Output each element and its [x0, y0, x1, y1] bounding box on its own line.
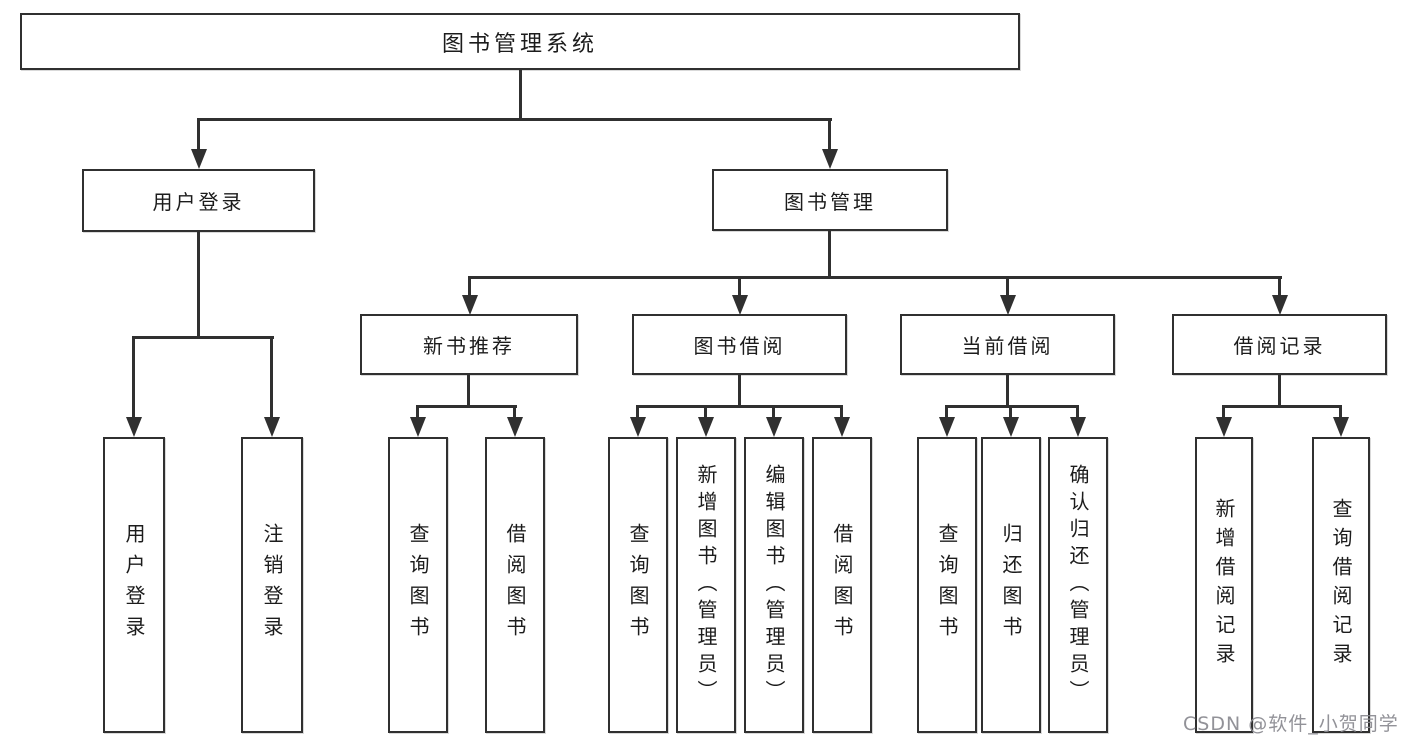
leaf-add-book-admin: 新增图书（管理员） — [676, 437, 736, 733]
connector-borrowrecord-drop-1 — [1222, 405, 1225, 419]
node-root-label: 图书管理系统 — [441, 31, 598, 57]
connector-currentborrow-bar — [946, 405, 1079, 408]
connector-bookmgmt-bar — [468, 276, 1282, 279]
arrow-to-query-book-1 — [410, 417, 426, 437]
arrow-to-add-book — [698, 417, 714, 437]
connector-bookborrow-drop-2 — [704, 405, 707, 419]
leaf-edit-book-admin-label: 编辑图书（管理员） — [762, 463, 786, 707]
connector-borrowrecord-drop-2 — [1339, 405, 1342, 419]
connector-bookborrow-bar — [637, 405, 843, 408]
arrow-to-borrow-book-2 — [834, 417, 850, 437]
connector-userlogin-stem — [197, 232, 200, 336]
connector-root-drop-right — [828, 118, 831, 152]
connector-newbook-stem — [467, 375, 470, 405]
connector-borrowrecord-bar — [1223, 405, 1342, 408]
node-current-borrow: 当前借阅 — [900, 314, 1115, 375]
leaf-query-borrow-record: 查询借阅记录 — [1312, 437, 1370, 733]
node-user-login-label: 用户登录 — [152, 190, 245, 214]
connector-borrowrecord-stem — [1278, 375, 1281, 405]
arrow-to-return-book — [1003, 417, 1019, 437]
node-borrow-record-label: 借阅记录 — [1233, 334, 1326, 358]
leaf-add-borrow-record-label: 新增借阅记录 — [1212, 498, 1236, 672]
leaf-logout-login-label: 注销登录 — [260, 523, 284, 647]
leaf-return-book-label: 归还图书 — [999, 523, 1023, 647]
node-book-borrow: 图书借阅 — [632, 314, 847, 375]
node-user-login: 用户登录 — [82, 169, 315, 232]
connector-currentborrow-stem — [1006, 375, 1009, 405]
leaf-query-book-under-newbook-label: 查询图书 — [406, 523, 430, 647]
node-book-mgmt-label: 图书管理 — [784, 189, 876, 214]
connector-bookborrow-drop-4 — [840, 405, 843, 419]
leaf-borrow-book-under-borrow-label: 借阅图书 — [830, 523, 854, 647]
connector-currentborrow-drop-3 — [1076, 405, 1079, 419]
arrow-to-query-record — [1333, 417, 1349, 437]
connector-bookmgmt-drop-2 — [738, 276, 741, 298]
connector-bookmgmt-drop-4 — [1278, 276, 1281, 298]
connector-currentborrow-drop-2 — [1009, 405, 1012, 419]
connector-currentborrow-drop-1 — [945, 405, 948, 419]
connector-bookmgmt-stem — [828, 231, 831, 276]
leaf-add-book-admin-label: 新增图书（管理员） — [694, 463, 718, 707]
connector-bookborrow-drop-3 — [772, 405, 775, 419]
connector-root-bar — [198, 118, 832, 121]
leaf-borrow-book-under-borrow: 借阅图书 — [812, 437, 872, 733]
node-new-book-rec-label: 新书推荐 — [423, 334, 515, 358]
arrow-to-leaf-user-login — [126, 417, 142, 437]
leaf-edit-book-admin: 编辑图书（管理员） — [744, 437, 804, 733]
leaf-add-borrow-record: 新增借阅记录 — [1195, 437, 1253, 733]
leaf-query-book-under-borrow-label: 查询图书 — [626, 523, 650, 647]
leaf-borrow-book-under-newbook-label: 借阅图书 — [503, 523, 527, 647]
leaf-user-login: 用户登录 — [103, 437, 165, 733]
connector-bookborrow-stem — [738, 375, 741, 405]
connector-userlogin-drop-2 — [270, 336, 273, 421]
leaf-return-book: 归还图书 — [981, 437, 1041, 733]
arrow-to-book-borrow — [732, 295, 748, 315]
leaf-confirm-return-admin: 确认归还（管理员） — [1048, 437, 1108, 733]
arrow-to-new-book-rec — [462, 295, 478, 315]
node-current-borrow-label: 当前借阅 — [961, 334, 1054, 358]
leaf-query-book-under-borrow: 查询图书 — [608, 437, 668, 733]
arrow-to-book-mgmt — [822, 149, 838, 169]
leaf-borrow-book-under-newbook: 借阅图书 — [485, 437, 545, 733]
connector-newbook-drop-2 — [513, 405, 516, 419]
leaf-user-login-label: 用户登录 — [122, 523, 146, 647]
arrow-to-borrow-record — [1272, 295, 1288, 315]
arrow-to-confirm-return — [1070, 417, 1086, 437]
node-book-mgmt: 图书管理 — [712, 169, 948, 231]
connector-bookmgmt-drop-3 — [1006, 276, 1009, 298]
node-root: 图书管理系统 — [20, 13, 1020, 70]
arrow-to-borrow-book-1 — [507, 417, 523, 437]
node-book-borrow-label: 图书借阅 — [693, 334, 786, 358]
leaf-query-borrow-record-label: 查询借阅记录 — [1329, 498, 1353, 672]
connector-userlogin-drop-1 — [132, 336, 135, 421]
arrow-to-current-borrow — [1000, 295, 1016, 315]
arrow-to-add-record — [1216, 417, 1232, 437]
arrow-to-query-book-3 — [939, 417, 955, 437]
connector-userlogin-bar — [133, 336, 274, 339]
leaf-query-book-under-current: 查询图书 — [917, 437, 977, 733]
leaf-logout-login: 注销登录 — [241, 437, 303, 733]
arrow-to-user-login — [191, 149, 207, 169]
connector-root-drop-left — [197, 118, 200, 152]
arrow-to-leaf-logout — [264, 417, 280, 437]
arrow-to-query-book-2 — [630, 417, 646, 437]
node-borrow-record: 借阅记录 — [1172, 314, 1387, 375]
connector-bookmgmt-drop-1 — [468, 276, 471, 298]
connector-newbook-drop-1 — [416, 405, 419, 419]
connector-root-stem — [519, 70, 522, 118]
connector-bookborrow-drop-1 — [636, 405, 639, 419]
node-new-book-rec: 新书推荐 — [360, 314, 578, 375]
leaf-confirm-return-admin-label: 确认归还（管理员） — [1066, 463, 1090, 707]
leaf-query-book-under-current-label: 查询图书 — [935, 523, 959, 647]
leaf-query-book-under-newbook: 查询图书 — [388, 437, 448, 733]
arrow-to-edit-book — [766, 417, 782, 437]
connector-newbook-bar — [417, 405, 517, 408]
csdn-watermark: CSDN @软件_小贺同学 — [1183, 713, 1399, 735]
